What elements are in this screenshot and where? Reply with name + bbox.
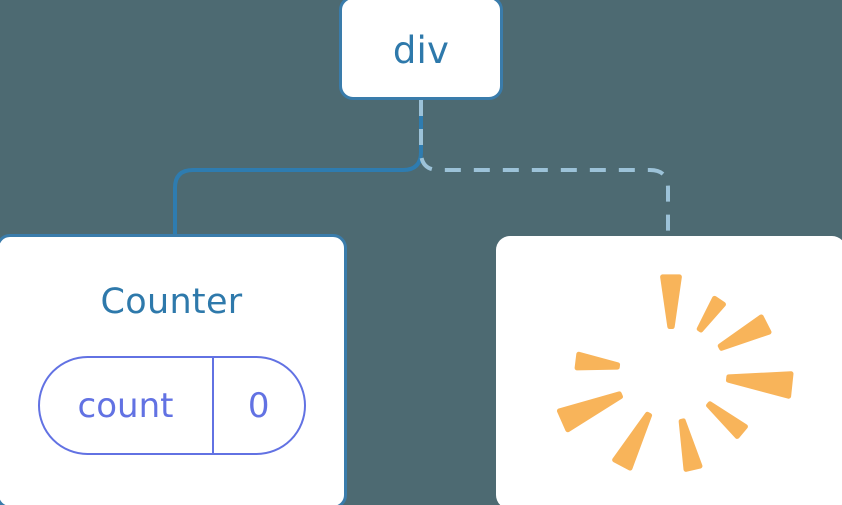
burst-ray-8 [574, 351, 621, 371]
node-div-label: div [392, 28, 450, 72]
burst-ray-2 [717, 314, 772, 351]
burst-ray-6 [612, 411, 653, 471]
sparkle-burst-icon [556, 274, 794, 472]
edge-div-to-counter [173, 98, 423, 240]
node-div[interactable]: div [339, 0, 503, 100]
node-counter[interactable]: Counter count 0 [0, 234, 347, 505]
burst-ray-5 [678, 418, 703, 472]
state-pill-value: 0 [247, 385, 270, 426]
state-pill-key: count [77, 385, 174, 426]
state-pill-divider [211, 358, 214, 453]
burst-ray-3 [725, 371, 794, 399]
burst-ray-0 [660, 274, 682, 330]
edge-div-to-burst [419, 100, 670, 240]
node-burst[interactable] [496, 236, 842, 505]
burst-ray-7 [556, 391, 623, 433]
node-counter-label: Counter [100, 282, 243, 322]
burst-ray-1 [696, 295, 726, 333]
burst-ray-4 [706, 401, 748, 439]
state-pill-count[interactable]: count 0 [37, 356, 306, 455]
